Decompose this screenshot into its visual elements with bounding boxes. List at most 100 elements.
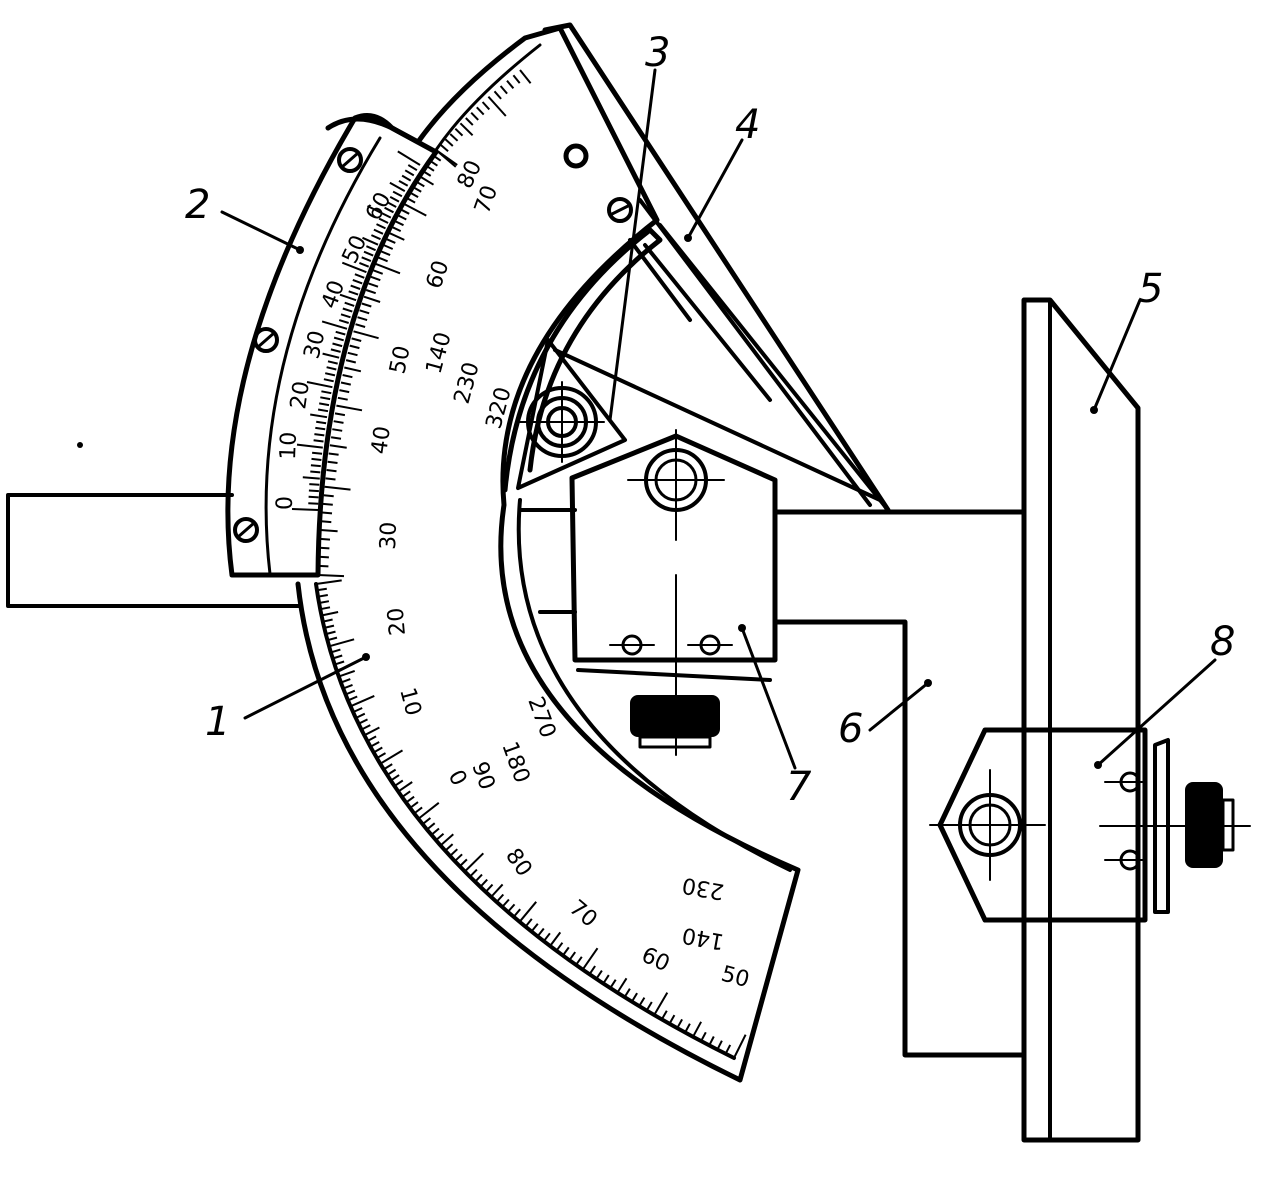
- scale-tick: [314, 433, 325, 437]
- scale-tick: [409, 801, 419, 809]
- scale-tick: [389, 181, 406, 192]
- scale-tick: [384, 206, 394, 214]
- scale-tick: [645, 1001, 653, 1012]
- scale-tick: [335, 330, 346, 336]
- scale-tick: [311, 457, 322, 461]
- scale-tick: [444, 138, 454, 147]
- inner-label: 140: [422, 330, 457, 377]
- scale-tick: [310, 413, 328, 419]
- scale-tick: [391, 225, 402, 233]
- scale-tick: [313, 439, 324, 443]
- scale-tick: [385, 237, 396, 244]
- scale-tick: [435, 832, 445, 841]
- scale-tick: [676, 1018, 683, 1029]
- scale-tick: [393, 779, 404, 787]
- scale-tick: [469, 868, 478, 878]
- scale-tick: [327, 360, 338, 365]
- vernier-label: 60: [361, 188, 396, 224]
- scale-tick: [370, 234, 381, 241]
- scale-tick: [332, 654, 343, 660]
- screw-icon: [337, 147, 363, 173]
- scale-tick: [325, 630, 336, 636]
- scale-tick: [324, 624, 335, 629]
- callout-8: 8: [1210, 619, 1235, 665]
- scale-tick: [490, 883, 504, 898]
- scale-tick: [396, 214, 407, 221]
- scale-tick: [308, 495, 319, 499]
- scale-tick: [321, 611, 339, 617]
- scale-tick: [376, 752, 387, 759]
- scale-tick: [399, 208, 410, 215]
- scale-label: 50: [718, 962, 752, 993]
- scale-tick: [398, 180, 409, 187]
- scale-tick: [359, 261, 370, 268]
- scale-label: 60: [637, 943, 673, 977]
- scale-tick: [481, 101, 491, 111]
- scale-tick: [684, 1023, 691, 1033]
- scale-tick: [426, 822, 436, 831]
- callout-3: 3: [645, 30, 670, 76]
- callout-2: 2: [185, 182, 210, 228]
- scale-tick: [345, 689, 356, 696]
- scale-tick: [668, 1014, 676, 1025]
- scale-tick: [333, 336, 344, 342]
- scale-tick: [536, 927, 545, 938]
- scale-tick: [361, 302, 372, 308]
- scale-tick: [342, 307, 353, 313]
- scale-tick: [435, 149, 457, 168]
- scale-tick: [334, 660, 345, 666]
- callout-7: 7: [786, 764, 812, 810]
- scale-tick: [320, 606, 331, 611]
- scale-tick: [355, 712, 366, 719]
- ruler-5: [1021, 297, 1141, 1143]
- scale-tick: [418, 175, 435, 186]
- scale-tick: [325, 477, 336, 481]
- scale-tick: [616, 977, 628, 994]
- scale-tick: [340, 381, 352, 386]
- screw-icon: [233, 517, 259, 543]
- scale-tick: [602, 974, 610, 985]
- scale-tick: [360, 724, 371, 731]
- scale-tick: [390, 774, 400, 782]
- scale-tick: [495, 893, 505, 903]
- scale-tick: [369, 741, 380, 748]
- scale-tick: [389, 196, 400, 203]
- scale-tick: [459, 858, 468, 868]
- scale-tick: [431, 154, 442, 162]
- scale-tick: [609, 979, 617, 989]
- scale-tick: [724, 1044, 732, 1055]
- scale-tick: [330, 436, 342, 440]
- scale-tick: [716, 1040, 723, 1051]
- scale-tick: [338, 669, 356, 678]
- callouts: 1 2 3 4 5 6 7 8: [185, 30, 1235, 810]
- scale-tick: [638, 997, 646, 1007]
- scale-tick: [351, 337, 362, 342]
- main-scale-labels: 80 70 60 50 40 30 20 10 0 80 70 60 50: [367, 157, 752, 993]
- scale-tick: [330, 648, 341, 654]
- scale-tick: [562, 946, 570, 957]
- callout-1: 1: [205, 699, 230, 745]
- scale-tick: [345, 359, 357, 364]
- scale-tick: [359, 309, 370, 315]
- scale-tick: [404, 169, 415, 177]
- scale-tick: [363, 250, 374, 257]
- vernier-ticks: [291, 150, 421, 511]
- scale-tick: [459, 122, 474, 137]
- screw-icon: [563, 143, 589, 169]
- scale-tick: [392, 190, 403, 198]
- scale-tick: [342, 374, 353, 379]
- scale-tick: [543, 932, 551, 942]
- scale-tick: [320, 529, 338, 533]
- scale-tick: [323, 378, 334, 383]
- scale-tick: [506, 80, 515, 89]
- scale-tick: [355, 323, 366, 328]
- scale-tick: [296, 443, 323, 449]
- scale-tick: [519, 69, 532, 84]
- scale-tick: [383, 244, 394, 250]
- scale-tick: [421, 817, 432, 825]
- scale-tick: [347, 351, 358, 357]
- screw-icon: [253, 327, 279, 353]
- scale-tick: [555, 942, 564, 952]
- scale-tick: [401, 790, 411, 798]
- scale-tick: [326, 366, 337, 371]
